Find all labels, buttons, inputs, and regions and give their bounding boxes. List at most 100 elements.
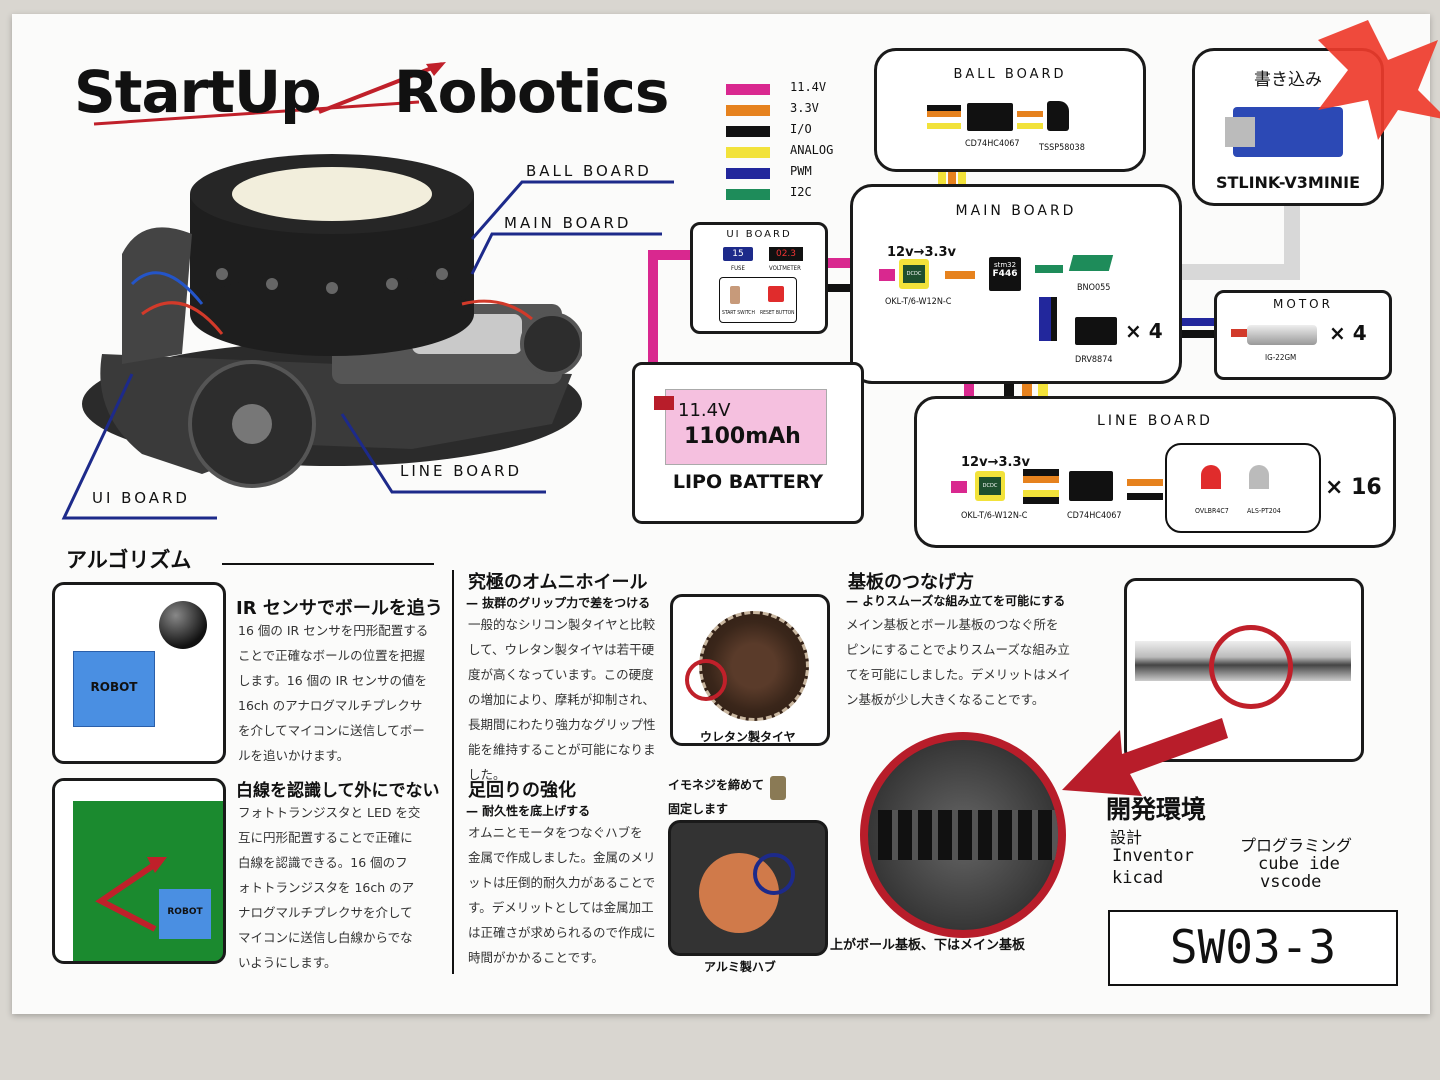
- env-title: 開発環境: [1106, 795, 1207, 824]
- line-board-title: LINE BOARD: [1097, 413, 1213, 429]
- main-mcu1: stm32: [993, 261, 1017, 269]
- battery-icon: 11.4V 1100mAh: [654, 389, 827, 465]
- ball-board-wire-2: [1017, 111, 1043, 129]
- title-logo: StartUp Robotics: [74, 58, 724, 138]
- legend-swatch-3v: [726, 105, 770, 116]
- omni-line: して、ウレタン製タイヤは若干硬: [468, 642, 655, 657]
- wire-ui-main: [822, 258, 852, 268]
- main-board-title: MAIN BOARD: [955, 203, 1077, 219]
- omni-photo: [670, 594, 830, 746]
- line-text-line: フォトトランジスタと LED を交: [238, 805, 421, 820]
- voltmeter-display: 02.3: [769, 247, 803, 261]
- main-dcdc-label: DCDC: [903, 265, 925, 283]
- motor-icon: [1247, 325, 1317, 345]
- omni-line: の増加により、摩耗が抑制され、: [468, 692, 655, 707]
- main-driver-mult: × 4: [1125, 319, 1163, 343]
- env-prog-1: cube ide: [1258, 854, 1340, 874]
- hub-line: ットは圧倒的耐久力があることで: [468, 875, 656, 890]
- line-reg-label: 12v→3.3v: [961, 455, 1030, 470]
- corner-tape-icon: [1318, 20, 1440, 140]
- writer-box: 書き込み STLINK-V3MINIE: [1192, 48, 1384, 206]
- sensor-pair-box: OVLBR4C7 ALS-PT204: [1165, 443, 1321, 533]
- ball-board-box: BALL BOARD CD74HC4067 TSSP58038: [874, 48, 1146, 172]
- omni-line: 長期間にわたり強力なグリップ性: [468, 717, 656, 732]
- ir-line: を介してマイコンに送信してボー: [238, 723, 425, 738]
- switch-panel: START SWITCH RESET BUTTON: [719, 277, 797, 323]
- line-wire-pink: [951, 481, 967, 493]
- line-wire-bus-2: [1127, 479, 1163, 500]
- hub-line: す。デメリットとしては金属加工: [468, 900, 654, 915]
- connect-title: 基板のつなげ方: [848, 572, 974, 593]
- env-design: 設計: [1110, 828, 1143, 847]
- voltmeter-label: VOLTMETER: [769, 265, 801, 272]
- main-driver: DRV8874: [1075, 355, 1113, 365]
- line-text-line: 白線を認識できる。16 個のフ: [238, 855, 408, 870]
- robot-cube-label-2: ROBOT: [167, 907, 203, 917]
- line-chip: CD74HC4067: [1067, 511, 1122, 521]
- ir-line: ルを追いかけます。: [238, 748, 350, 763]
- team-id: SW03-3: [1169, 920, 1337, 974]
- omni-line: 一般的なシリコン製タイヤと比較: [468, 617, 656, 632]
- mcu-chip-icon: stm32 F446: [989, 257, 1021, 291]
- main-wire-io-v: [1051, 297, 1057, 341]
- poster: StartUp Robotics 11.4V 3.3V I/O ANALOG P…: [12, 14, 1440, 1014]
- robot-callouts: [61, 180, 674, 520]
- main-wire-pink: [879, 269, 895, 281]
- legend-swatch-io: [726, 126, 770, 137]
- omni-subtitle: — 抜群のグリップ力で差をつける: [466, 596, 651, 610]
- line-dcdc-icon: DCDC: [975, 471, 1005, 501]
- wire-writer-main: [1178, 264, 1294, 280]
- ir-title: IR センサでボールを追う: [236, 598, 443, 619]
- robot-label-main: MAIN BOARD: [504, 214, 632, 232]
- line-text-line: マイコンに送信し白線からでな: [238, 930, 413, 945]
- line-text-line: ォトトランジスタを 16ch のア: [238, 880, 415, 895]
- writer-name: STLINK-V3MINIE: [1215, 173, 1361, 192]
- main-board-box: MAIN BOARD 12v→3.3v DCDC OKL-T/6-W12N-C …: [850, 184, 1182, 384]
- main-wire-pwm-v: [1039, 297, 1051, 341]
- ir-line: 16ch のアナログマルチプレクサ: [238, 698, 423, 713]
- robot-cube-icon: ROBOT: [73, 651, 155, 727]
- battery-box: 11.4V 1100mAh LIPO BATTERY: [632, 362, 864, 524]
- zoom-photo: [860, 732, 1066, 938]
- legend-label: PWM: [790, 164, 812, 178]
- zoom-arrow-icon: [1062, 718, 1228, 796]
- team-id-box: SW03-3: [1108, 910, 1398, 986]
- wire-main-line-2: [1004, 380, 1014, 398]
- ui-board-title: UI BOARD: [726, 229, 792, 240]
- motor-title: MOTOR: [1273, 297, 1333, 311]
- line-wire-bus: [1023, 469, 1059, 504]
- legend-label: 11.4V: [790, 80, 827, 94]
- ir-text: 16 個の IR センサを円形配置する ことで正確なボールの位置を把握 します。…: [238, 618, 448, 768]
- connect-text: メイン基板とボール基板のつなぐ所を ピンにすることでよりスムーズな組み立 てを可…: [846, 612, 1106, 712]
- connect-line: てを可能にしました。デメリットはメイ: [846, 667, 1071, 682]
- hub-line: 金属で作成しました。金属のメリ: [468, 850, 656, 865]
- stlink-device-icon: [1225, 107, 1343, 157]
- robot-illustration: [82, 154, 582, 488]
- wire-main-motor: [1178, 318, 1214, 326]
- legend-swatch-i2c: [726, 189, 770, 200]
- motor-mult: × 4: [1329, 321, 1367, 345]
- legend-swatch-pwm: [726, 168, 770, 179]
- legend-label: I2C: [790, 185, 812, 199]
- main-wire-i2c: [1035, 265, 1063, 273]
- env-prog: プログラミング: [1240, 836, 1353, 855]
- line-illustration: ROBOT: [52, 778, 226, 964]
- line-text: フォトトランジスタと LED を交 互に円形配置することで正確に 白線を認識でき…: [238, 800, 448, 975]
- wire-battery-ui: [648, 250, 658, 380]
- main-reg-label: 12v→3.3v: [887, 245, 956, 260]
- line-text-line: いようにします。: [238, 955, 337, 970]
- connect-line: メイン基板とボール基板のつなぐ所を: [846, 617, 1059, 632]
- omni-title: 究極のオムニホイール: [468, 572, 648, 593]
- line-text-line: 互に円形配置することで正確に: [238, 830, 413, 845]
- env-design-2: kicad: [1112, 868, 1164, 888]
- main-imu: BNO055: [1077, 283, 1111, 293]
- motor-box: MOTOR IG-22GM × 4: [1214, 290, 1392, 380]
- section-divider: [452, 570, 454, 974]
- hub-photo: [668, 820, 828, 956]
- algorithm-heading: アルゴリズム: [66, 548, 192, 572]
- wire-ball-main-3: [958, 166, 966, 188]
- hub-text: オムニとモータをつなぐハブを 金属で作成しました。金属のメリ ットは圧倒的耐久力…: [468, 820, 668, 970]
- robot-label-ball: BALL BOARD: [526, 162, 652, 180]
- main-mcu2: F446: [992, 269, 1018, 279]
- battery-name: LIPO BATTERY: [672, 471, 824, 493]
